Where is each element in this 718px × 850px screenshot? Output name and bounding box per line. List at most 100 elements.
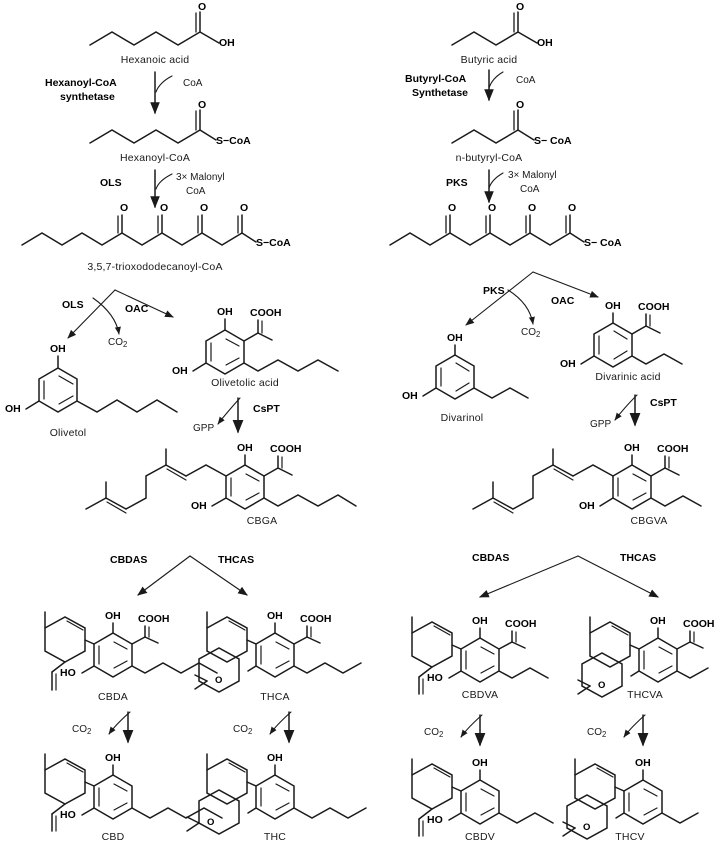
atom-label-cbga-cooh: COOH <box>270 443 302 455</box>
structure-cbga <box>85 448 357 514</box>
enzyme-label-oac-right: OAC <box>551 295 575 307</box>
arrow-co2-release-left <box>92 297 121 335</box>
cofactor-label-malonyl-coa-line1: 3× Malonyl <box>176 172 225 183</box>
atom-label-thc-pyran-o: O <box>207 817 215 828</box>
enzyme-label-ols-1: OLS <box>100 177 122 189</box>
cofactor-label-co2-cbdva: CO2 <box>424 727 444 739</box>
compound-label-thc: THC <box>263 831 287 843</box>
compound-label-olivetolic-acid: Olivetolic acid <box>211 377 279 389</box>
atom-label-carbonyl-o: O <box>198 1 207 13</box>
structure-thc <box>186 753 367 835</box>
atom-label-ketone-o-r3: O <box>528 202 537 214</box>
arrow-cspt-left <box>217 397 244 434</box>
compound-label-cbda: CBDA <box>98 691 128 703</box>
cofactor-label-coa-right: CoA <box>516 75 536 86</box>
arrow-branch-olivetol <box>67 289 116 339</box>
structure-hexanoyl-coa <box>89 109 217 144</box>
arrow-cbdas-right <box>478 555 579 598</box>
atom-label-ketone-o-r4: O <box>568 202 577 214</box>
atom-label-olivetolic-oh-top: OH <box>217 306 233 318</box>
structure-cbda <box>44 611 218 691</box>
atom-label-cbda-oh: OH <box>105 610 121 622</box>
atom-label-divarinic-cooh: COOH <box>638 301 670 313</box>
compound-label-thcv: THCV <box>615 831 645 843</box>
compound-label-cbd: CBD <box>101 831 125 843</box>
atom-label-cbdva-ho: HO <box>427 672 443 684</box>
atom-label-divarinic-oh-top: OH <box>605 300 621 312</box>
structure-cbd <box>44 753 223 832</box>
atom-label-thca-cooh: COOH <box>300 613 332 625</box>
compound-label-trioxododecanoyl-coa: 3,5,7-trioxododecanoyl-CoA <box>87 261 223 273</box>
atom-label-oh: OH <box>219 37 235 49</box>
atom-label-ketone-o-4: O <box>240 202 249 214</box>
compound-label-butyric-acid: Butyric acid <box>460 54 518 66</box>
cofactor-label-malonyl-coa-line2: CoA <box>186 186 206 197</box>
arrow-thcas-left <box>189 555 248 596</box>
atom-label-cbdv-oh: OH <box>472 757 488 769</box>
cofactor-label-malonyl-coa-right-line1: 3× Malonyl <box>508 170 557 181</box>
cofactor-label-malonyl-coa-right-line2: CoA <box>520 184 540 195</box>
enzyme-label-pks-1: PKS <box>446 177 468 189</box>
atom-label-cbgva-cooh: COOH <box>657 443 689 455</box>
structure-cbgva <box>472 448 702 514</box>
structure-olivetolic-acid <box>192 318 339 375</box>
atom-label-thcva-oh: OH <box>650 615 666 627</box>
enzyme-label-hexanoyl-coa-synthetase-line2: synthetase <box>60 91 115 103</box>
enzyme-label-butyryl-coa-synthetase-line2: Synthetase <box>412 87 469 99</box>
enzyme-label-pks-2: PKS <box>483 285 505 297</box>
atom-label-ketone-o-1: O <box>120 202 129 214</box>
arrow-ols-condensation <box>150 169 173 209</box>
compound-label-cbgva: CBGVA <box>630 515 668 527</box>
enzyme-label-hexanoyl-coa-synthetase-line1: Hexanoyl-CoA <box>45 77 117 89</box>
atom-label-butyric-oh: OH <box>537 37 553 49</box>
enzyme-label-cbdas-left: CBDAS <box>110 554 148 566</box>
compound-label-olivetol: Olivetol <box>49 427 87 439</box>
arrow-cspt-right <box>614 394 641 427</box>
atom-label-divarinol-oh-left: OH <box>402 390 418 402</box>
atom-label-cbga-oh-left: OH <box>191 500 207 512</box>
atom-label-thcva-cooh: COOH <box>683 618 715 630</box>
atom-label-cbgva-oh-left: OH <box>579 500 595 512</box>
arrow-decarb-cbda <box>108 711 134 744</box>
atom-label-thca-pyran-o: O <box>215 675 223 686</box>
structure-divarinol <box>422 344 529 400</box>
atom-label-s-coa: S−CoA <box>216 135 251 147</box>
atom-label-cbga-oh-top: OH <box>237 442 253 454</box>
atom-label-divarinic-oh-left: OH <box>560 358 576 370</box>
enzyme-label-cspt-right: CsPT <box>650 397 677 409</box>
atom-label-olivetol-oh-top: OH <box>50 343 66 355</box>
compound-label-cbdv: CBDV <box>465 831 495 843</box>
structure-trioxododecanoyl-coa <box>21 214 257 246</box>
cofactor-label-gpp: GPP <box>193 423 215 434</box>
enzyme-label-cspt: CsPT <box>253 403 280 415</box>
arrow-branch-divarinic-acid <box>532 271 599 298</box>
compound-label-divarinic-acid: Divarinic acid <box>595 371 661 383</box>
atom-label-s-coa-2: S−CoA <box>256 237 291 249</box>
atom-label-cbgva-oh-top: OH <box>624 442 640 454</box>
structure-n-butyryl-coa <box>451 109 535 144</box>
compound-label-cbga: CBGA <box>246 515 278 527</box>
compound-label-divarinol: Divarinol <box>440 412 484 424</box>
atom-label-thcv-pyran-o: O <box>583 822 591 833</box>
structure-trioxododecanoyl-coa-right <box>389 214 585 246</box>
atom-label-divarinol-oh-top: OH <box>447 332 463 344</box>
arrow-decarb-cbdva <box>460 714 486 747</box>
arrow-cbdas-left <box>137 555 191 596</box>
compound-label-thca: THCA <box>260 691 290 703</box>
arrow-butyryl-coa-synthetase <box>484 69 504 102</box>
arrow-branch-olivetolic-acid <box>114 289 174 318</box>
structure-olivetol <box>25 355 178 413</box>
arrow-co2-release-right <box>507 289 535 325</box>
atom-label-ketone-o-2: O <box>160 202 169 214</box>
atom-label-olivetol-oh-left: OH <box>5 403 21 415</box>
arrow-hexanoyl-coa-synthetase <box>150 71 173 115</box>
atom-label-cbda-ho: HO <box>60 667 76 679</box>
structure-divarinic-acid <box>580 312 683 368</box>
atom-label-cbd-oh: OH <box>105 752 121 764</box>
arrow-decarb-thca <box>269 711 295 744</box>
compound-label-thcva: THCVA <box>627 689 663 701</box>
arrow-decarb-thcva <box>623 714 649 747</box>
compound-label-hexanoic-acid: Hexanoic acid <box>120 54 190 66</box>
